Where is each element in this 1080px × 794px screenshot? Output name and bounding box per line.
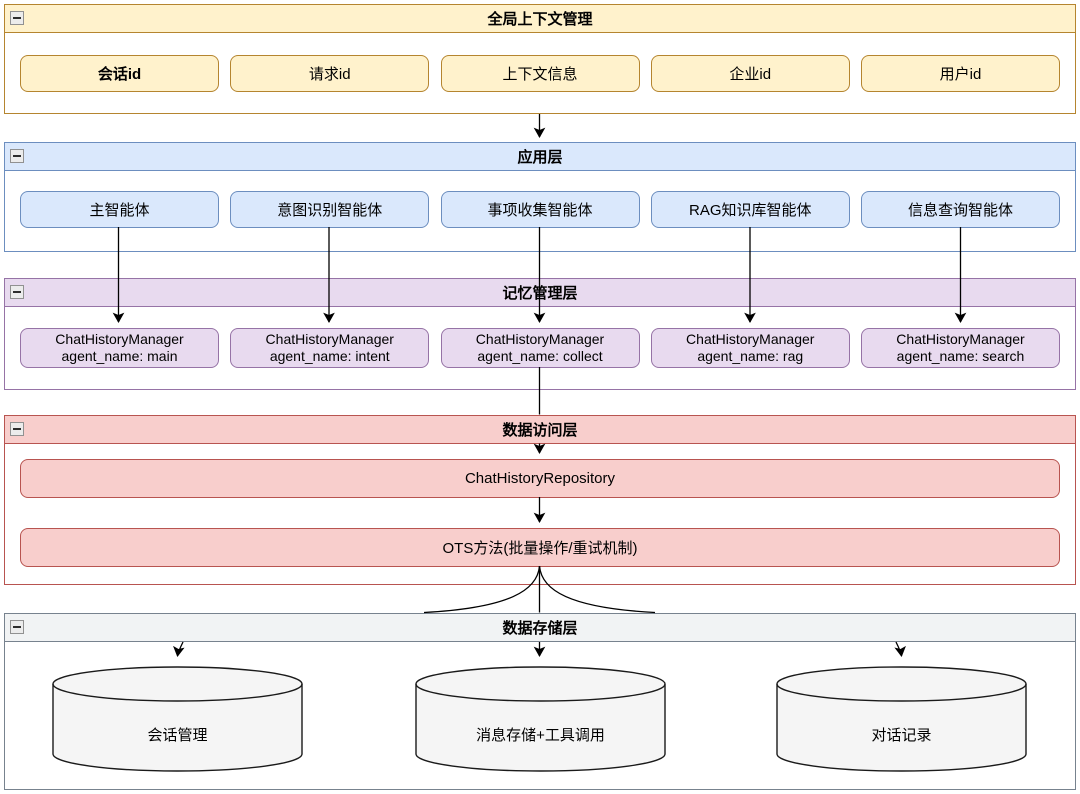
node-label: 主智能体	[89, 202, 150, 219]
lane-title: 全局上下文管理	[487, 11, 593, 28]
node-chm-intent[interactable]: ChatHistoryManager agent_name: intent	[230, 328, 430, 368]
node-chm-collect[interactable]: ChatHistoryManager agent_name: collect	[440, 328, 640, 368]
node-label: 用户id	[939, 66, 982, 83]
node-chm-rag[interactable]: ChatHistoryManager agent_name: rag	[650, 328, 850, 368]
node-collect-agent[interactable]: 事项收集智能体	[440, 191, 640, 228]
node-sublabel: agent_name: search	[896, 348, 1025, 364]
cylinder-label: 消息存储+工具调用	[476, 727, 605, 744]
lane-title: 数据存储层	[502, 620, 578, 637]
node-label: 企业id	[729, 66, 772, 83]
lane-title: 应用层	[517, 149, 563, 166]
node-label: 上下文信息	[502, 66, 578, 83]
node-label: ChatHistoryManager	[896, 331, 1025, 347]
collapse-icon[interactable]	[10, 285, 24, 299]
node-ots-method[interactable]: OTS方法(批量操作/重试机制)	[20, 528, 1060, 567]
node-session-id[interactable]: 会话id	[20, 55, 219, 92]
cylinder-session-store[interactable]: 会话管理	[52, 666, 303, 772]
lane-data-access[interactable]: 数据访问层 ChatHistoryRepository OTS方法(批量操作/重…	[4, 415, 1076, 585]
node-label: ChatHistoryRepository	[464, 470, 616, 487]
node-user-id[interactable]: 用户id	[861, 55, 1060, 92]
lane-global-header: 全局上下文管理	[5, 5, 1075, 33]
node-sublabel: agent_name: collect	[477, 348, 603, 364]
node-intent-agent[interactable]: 意图识别智能体	[230, 191, 430, 228]
database-cylinder-icon	[52, 666, 303, 772]
node-rag-agent[interactable]: RAG知识库智能体	[650, 191, 850, 228]
node-label: ChatHistoryManager	[265, 331, 394, 347]
node-label: OTS方法(批量操作/重试机制)	[442, 540, 638, 557]
cylinder-dialog-records[interactable]: 对话记录	[776, 666, 1027, 772]
node-main-agent[interactable]: 主智能体	[20, 191, 219, 228]
database-cylinder-icon	[415, 666, 666, 772]
node-label: 事项收集智能体	[487, 202, 593, 219]
node-label: 请求id	[308, 66, 351, 83]
node-label: 信息查询智能体	[907, 202, 1013, 219]
lane-memory-management[interactable]: 记忆管理层 ChatHistoryManager agent_name: mai…	[4, 278, 1076, 390]
collapse-icon[interactable]	[10, 422, 24, 436]
lane-memory-header: 记忆管理层	[5, 279, 1075, 307]
node-enterprise-id[interactable]: 企业id	[650, 55, 850, 92]
node-chm-search[interactable]: ChatHistoryManager agent_name: search	[861, 328, 1060, 368]
node-sublabel: agent_name: main	[61, 348, 178, 364]
node-label: RAG知识库智能体	[688, 202, 812, 219]
node-label: 会话id	[97, 66, 142, 83]
cylinder-label: 对话记录	[871, 727, 932, 744]
collapse-icon[interactable]	[10, 620, 24, 634]
collapse-icon[interactable]	[10, 11, 24, 25]
node-context-info[interactable]: 上下文信息	[440, 55, 640, 92]
node-request-id[interactable]: 请求id	[230, 55, 430, 92]
node-sublabel: agent_name: rag	[697, 348, 804, 364]
node-label: 意图识别智能体	[277, 202, 383, 219]
node-chm-main[interactable]: ChatHistoryManager agent_name: main	[20, 328, 219, 368]
node-search-agent[interactable]: 信息查询智能体	[861, 191, 1060, 228]
lane-storage-header: 数据存储层	[5, 614, 1075, 642]
node-chat-history-repository[interactable]: ChatHistoryRepository	[20, 459, 1060, 498]
lane-dao-header: 数据访问层	[5, 416, 1075, 444]
lane-global-context[interactable]: 全局上下文管理 会话id 请求id 上下文信息 企业id 用户id	[4, 4, 1076, 114]
lane-app-header: 应用层	[5, 143, 1075, 171]
cylinder-label: 会话管理	[147, 727, 208, 744]
node-label: ChatHistoryManager	[55, 331, 184, 347]
node-sublabel: agent_name: intent	[269, 348, 390, 364]
lane-application[interactable]: 应用层 主智能体 意图识别智能体 事项收集智能体 RAG知识库智能体 信息查询智…	[4, 142, 1076, 252]
lane-title: 记忆管理层	[502, 285, 578, 302]
collapse-icon[interactable]	[10, 149, 24, 163]
cylinder-message-store[interactable]: 消息存储+工具调用	[415, 666, 666, 772]
node-label: ChatHistoryManager	[475, 331, 605, 347]
lane-data-storage[interactable]: 数据存储层 会话管理 消息存储+工具调用 对话记录	[4, 613, 1076, 790]
node-label: ChatHistoryManager	[686, 331, 815, 347]
database-cylinder-icon	[776, 666, 1027, 772]
lane-title: 数据访问层	[502, 422, 578, 439]
